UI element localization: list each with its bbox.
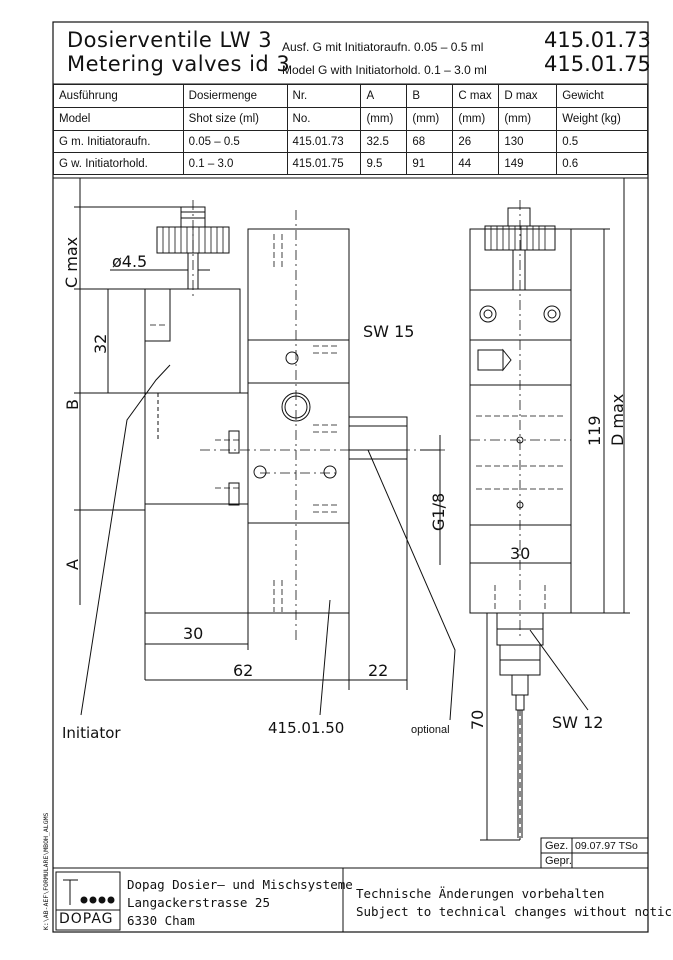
table-cell: 26 — [452, 130, 500, 153]
table-row: G w. Initiatorhold. 0.1 – 3.0 415.01.75 … — [53, 152, 648, 175]
table-header-row-de: Ausführung Dosiermenge Nr. A B C max D m… — [53, 84, 648, 108]
table-header-cell: (mm) — [452, 107, 500, 131]
table-cell: 415.01.75 — [286, 152, 362, 175]
dim-b: B — [63, 399, 82, 410]
file-path: K:\AB-AEF\FORMULARE\MBOH_ALGMS — [42, 812, 50, 930]
table-header-cell: Nr. — [286, 84, 362, 108]
table-cell: 0.1 – 3.0 — [182, 152, 288, 175]
table-header-cell: Weight (kg) — [556, 107, 648, 131]
dim-70: 70 — [468, 709, 487, 730]
dim-g18: G1/8 — [429, 492, 448, 531]
label-optional: optional — [411, 724, 450, 736]
gepr-label: Gepr. — [545, 855, 572, 867]
dim-a: A — [63, 559, 82, 570]
table-cell: 68 — [406, 130, 454, 153]
part-number-1: 415.01.73 — [544, 28, 651, 52]
table-header-cell: Ausführung — [53, 84, 184, 108]
table-cell: 91 — [406, 152, 454, 175]
table-cell: 415.01.73 — [286, 130, 362, 153]
part-number-2: 415.01.75 — [544, 52, 651, 76]
table-header-cell: Gewicht — [556, 84, 648, 108]
table-cell: 0.5 — [556, 130, 648, 153]
company-street: Langackerstrasse 25 — [127, 895, 270, 910]
table-cell: 130 — [498, 130, 558, 153]
table-header-cell: Model — [53, 107, 184, 131]
dim-62: 62 — [233, 661, 254, 680]
notice-de: Technische Änderungen vorbehalten — [356, 886, 605, 901]
gez-label: Gez. — [545, 840, 569, 852]
table-header-cell: No. — [286, 107, 362, 131]
dim-sw12: SW 12 — [552, 713, 604, 732]
table-header-cell: (mm) — [406, 107, 454, 131]
table-header-cell: C max — [452, 84, 500, 108]
label-part-number: 415.01.50 — [268, 719, 345, 737]
notice-en: Subject to technical changes without not… — [356, 904, 673, 919]
spec-table: Ausführung Dosiermenge Nr. A B C max D m… — [53, 84, 648, 175]
label-initiator: Initiator — [62, 724, 121, 742]
dim-119: 119 — [585, 415, 604, 446]
dim-30-left: 30 — [183, 624, 204, 643]
company-city: 6330 Cham — [127, 913, 195, 928]
dim-diameter: ø4.5 — [112, 252, 148, 271]
table-cell: G w. Initiatorhold. — [53, 152, 184, 175]
table-header-cell: A — [360, 84, 408, 108]
table-cell: 149 — [498, 152, 558, 175]
subtitle-en: Model G with Initiatorhold. 0.1 – 3.0 ml — [282, 63, 487, 77]
dim-30-right: 30 — [510, 544, 531, 563]
company-logo: DOPAG — [59, 911, 114, 927]
dim-d-max: D max — [608, 393, 627, 446]
title-en: Metering valves id 3 — [67, 52, 291, 76]
table-cell: 32.5 — [360, 130, 408, 153]
table-cell: 0.05 – 0.5 — [182, 130, 288, 153]
table-cell: 44 — [452, 152, 500, 175]
table-header-row-en: Model Shot size (ml) No. (mm) (mm) (mm) … — [53, 107, 648, 131]
dim-c-max: C max — [62, 236, 81, 288]
table-header-cell: D max — [498, 84, 558, 108]
table-header-cell: Shot size (ml) — [182, 107, 288, 131]
table-row: G m. Initiatoraufn. 0.05 – 0.5 415.01.73… — [53, 130, 648, 153]
table-header-cell: (mm) — [498, 107, 558, 131]
table-cell: 0.6 — [556, 152, 648, 175]
table-header-cell: (mm) — [360, 107, 408, 131]
dim-sw15: SW 15 — [363, 322, 415, 341]
table-cell: 9.5 — [360, 152, 408, 175]
table-header-cell: B — [406, 84, 454, 108]
company-name: Dopag Dosier– und Mischsysteme — [127, 877, 353, 892]
gez-value: 09.07.97 TSo — [575, 840, 638, 852]
dim-22: 22 — [368, 661, 389, 680]
title-de: Dosierventile LW 3 — [67, 28, 273, 52]
table-header-cell: Dosiermenge — [182, 84, 288, 108]
dim-32: 32 — [91, 333, 110, 354]
table-cell: G m. Initiatoraufn. — [53, 130, 184, 153]
subtitle-de: Ausf. G mit Initiatoraufn. 0.05 – 0.5 ml — [282, 40, 484, 54]
